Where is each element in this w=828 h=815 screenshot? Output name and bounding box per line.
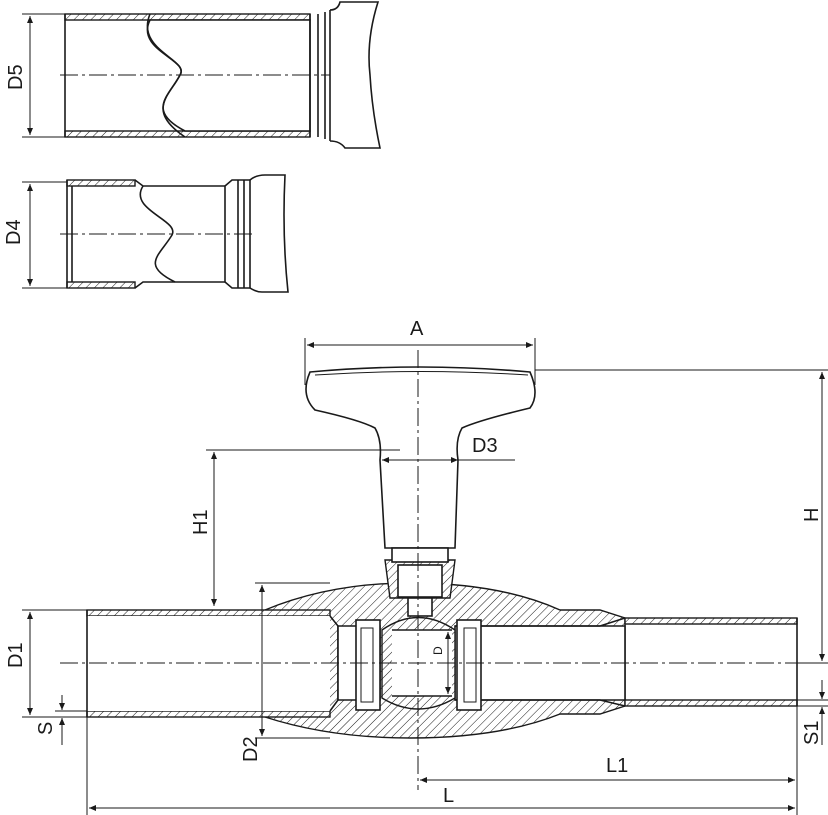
- label-d1: D1: [5, 642, 27, 668]
- ball-valve: [60, 350, 810, 790]
- label-a: A: [410, 318, 424, 340]
- label-s1: S1: [801, 721, 823, 745]
- label-d: D: [431, 646, 445, 655]
- label-h: H: [801, 508, 823, 522]
- label-d3: D3: [472, 435, 498, 457]
- pipe-d5: D5: [5, 1, 381, 149]
- label-d4: D4: [3, 219, 25, 245]
- label-l1: L1: [606, 755, 628, 777]
- label-s: S: [35, 722, 57, 735]
- label-h1: H1: [190, 509, 212, 535]
- label-d5: D5: [5, 64, 27, 90]
- label-l: L: [443, 785, 454, 807]
- label-d2: D2: [240, 736, 262, 762]
- dimensions: A D3 H1 H D1 S D D2 S1 L1 L: [5, 318, 828, 815]
- pipe-d4: D4: [3, 174, 289, 293]
